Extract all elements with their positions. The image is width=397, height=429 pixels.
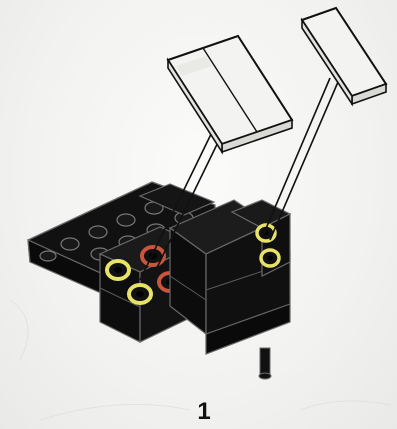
yellow-pin — [261, 250, 279, 266]
step-number: 1 — [192, 398, 216, 426]
red-pin — [142, 247, 164, 265]
double-white-tile — [168, 36, 292, 152]
single-white-tile — [302, 8, 386, 104]
yellow-pin — [107, 261, 129, 279]
yellow-pin — [129, 285, 151, 303]
